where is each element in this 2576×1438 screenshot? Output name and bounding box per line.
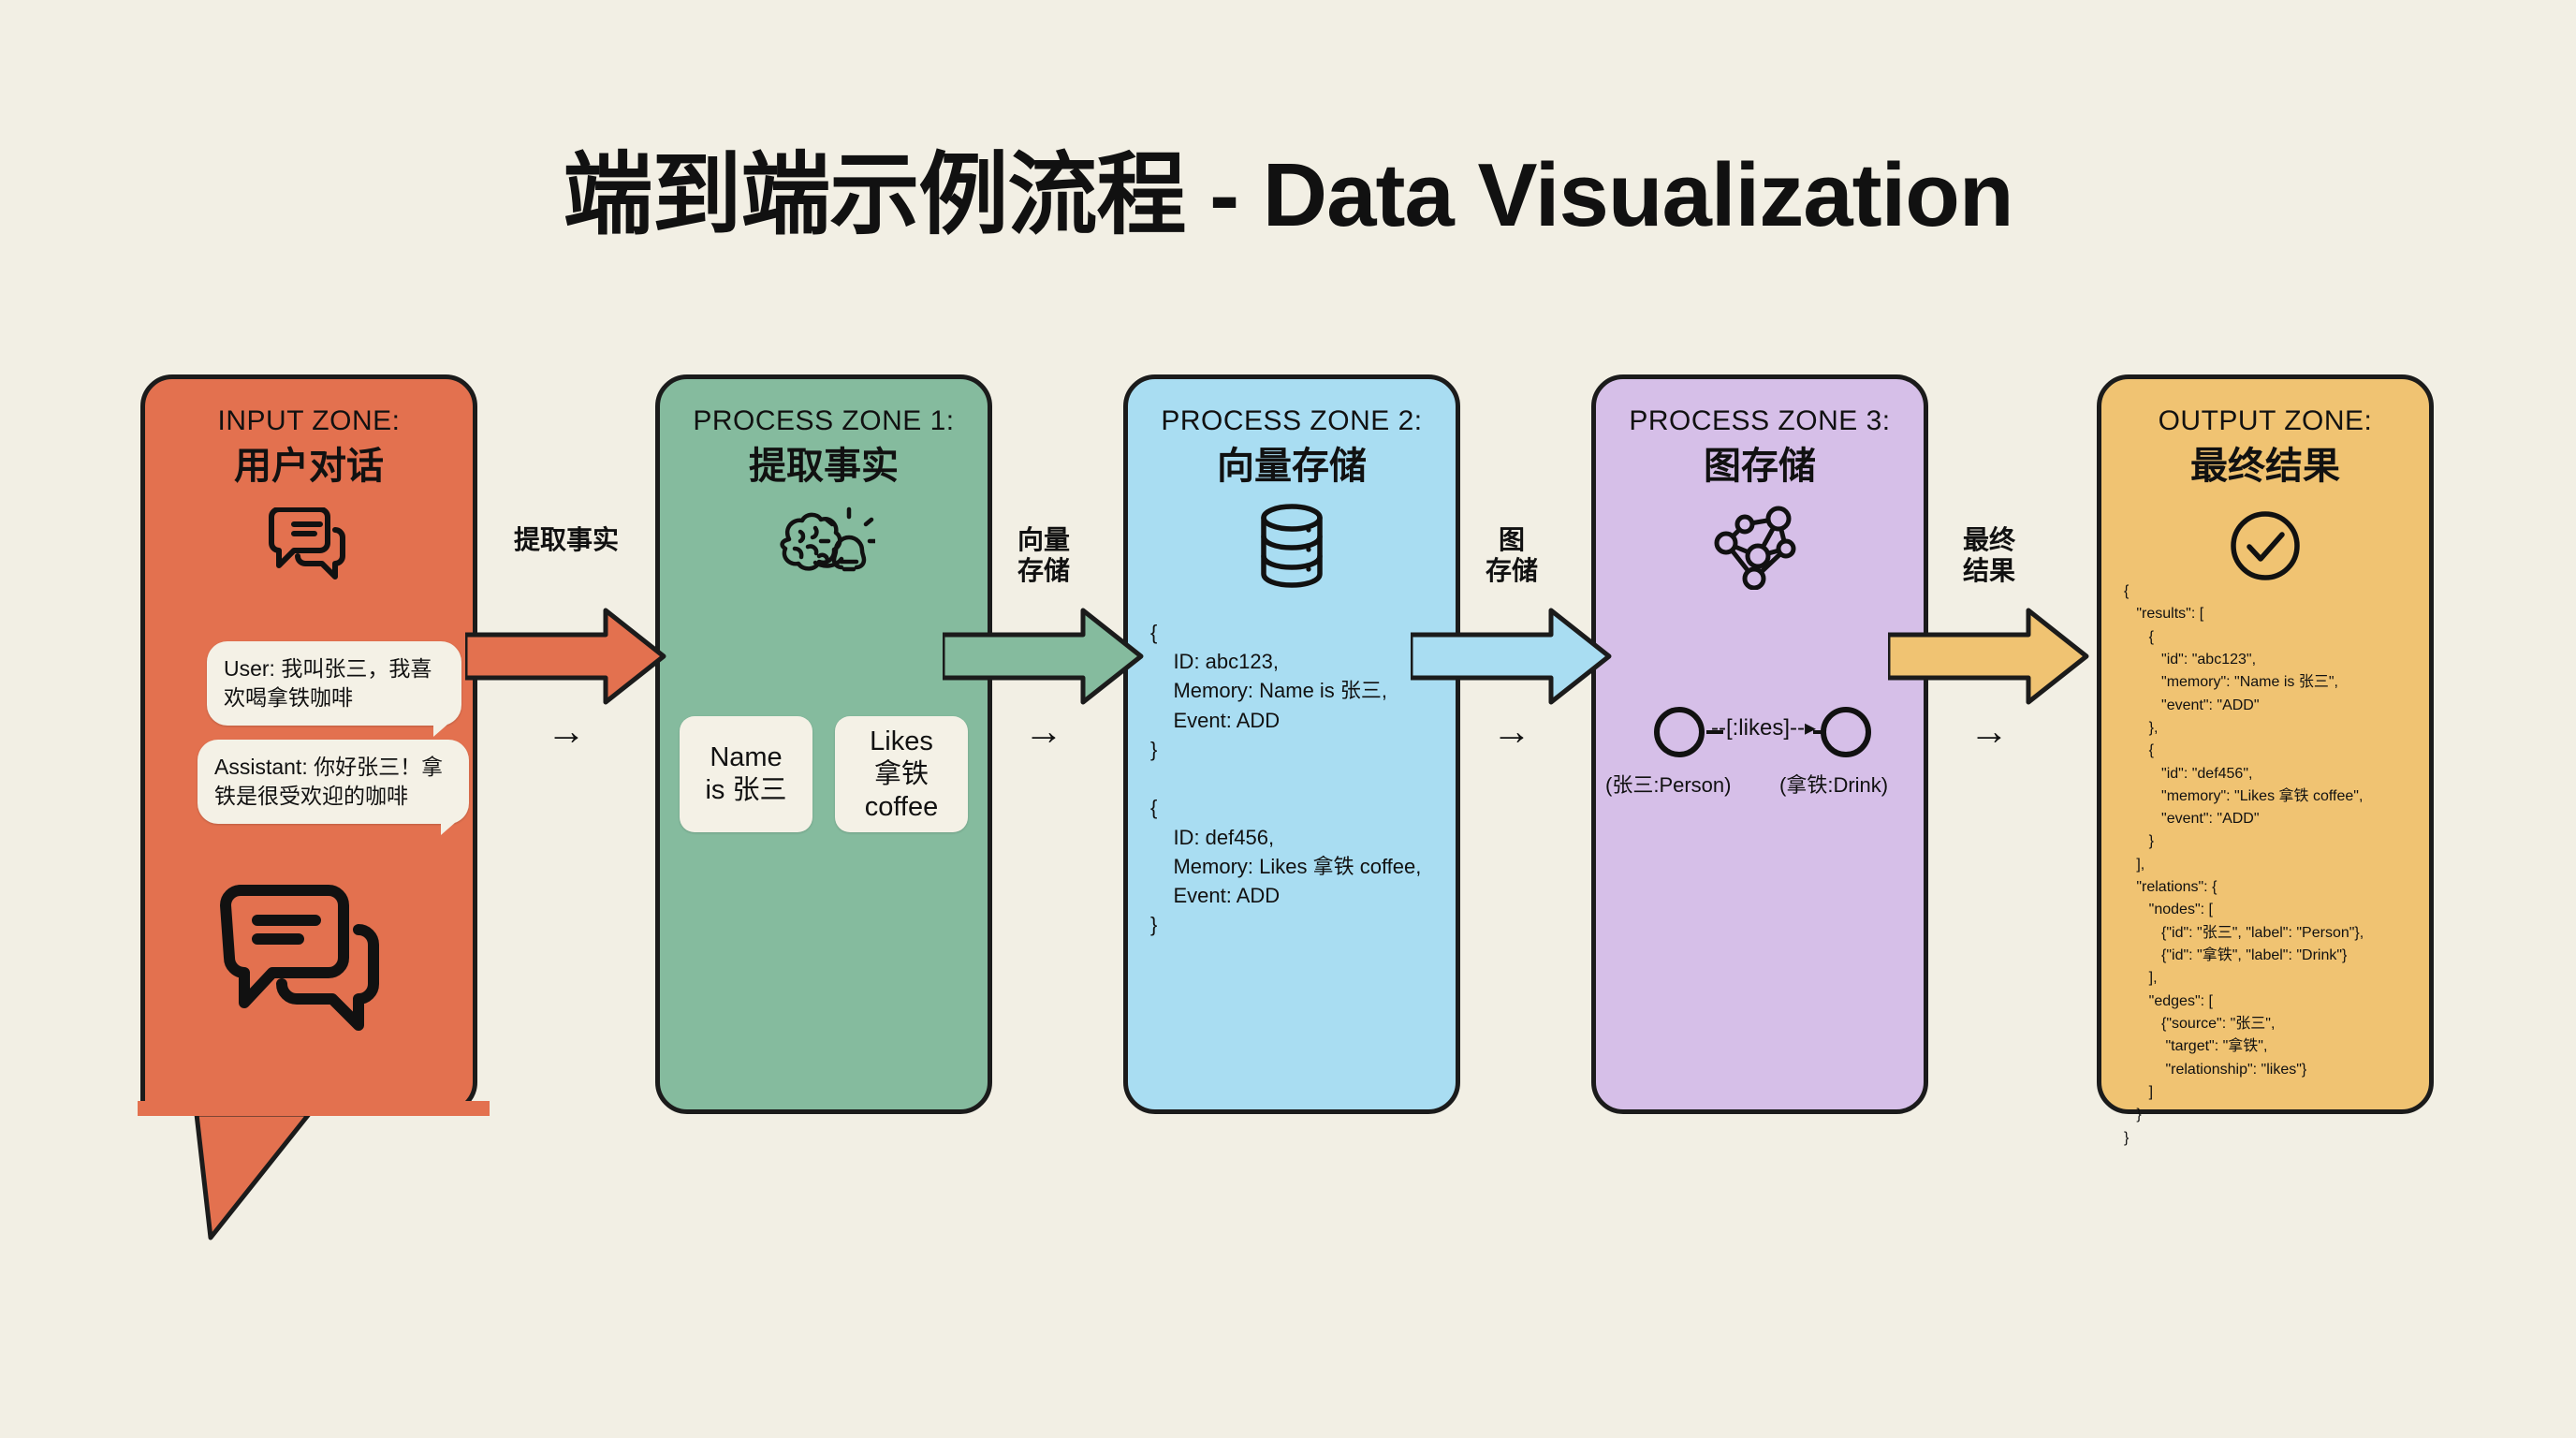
zone-input-en-title: INPUT ZONE: [217, 405, 401, 436]
assistant-message-bubble: Assistant: 你好张三！拿铁是很受欢迎的咖啡 [198, 740, 469, 836]
zone-p3-header: PROCESS ZONE 3: 图存储 [1596, 379, 1924, 489]
user-message-text: User: 我叫张三，我喜欢喝拿铁咖啡 [224, 656, 432, 711]
arrow-final-result: 最终 结果 → [1888, 524, 2089, 805]
zone-input-header: INPUT ZONE: 用户对话 [145, 379, 473, 489]
arrow-4-glyph: → [1969, 709, 2009, 753]
zone-p2-cn-title: 向量存储 [1217, 445, 1367, 487]
assistant-message-text: Assistant: 你好张三！拿铁是很受欢迎的咖啡 [214, 755, 444, 809]
arrow-extract-facts: 提取事实 → [465, 524, 666, 805]
fact-card-likes: Likes 拿铁 coffee [835, 716, 968, 833]
graph-edge-label: --[:likes]--▸ [1710, 715, 1817, 741]
graph-node-person-caption: (张三:Person) [1605, 773, 1732, 797]
arrow-2-shape [943, 608, 1144, 705]
final-result-json: { "results": [ { "id": "abc123", "memory… [2124, 583, 2364, 1146]
bubble-tail [441, 822, 456, 836]
zone-output-cn-title: 最终结果 [2190, 445, 2340, 487]
zone-p1-header: PROCESS ZONE 1: 提取事实 [660, 379, 988, 489]
zone-p3-en-title: PROCESS ZONE 3: [1629, 405, 1891, 436]
zone-process-1: PROCESS ZONE 1: 提取事实 Name is 张三 Likes 拿铁… [655, 374, 992, 1114]
graph-relation-diagram: --[:likes]--▸ (张三:Person) (拿铁:Drink) [1596, 679, 1924, 838]
bubble-tail [433, 724, 448, 738]
brain-lightbulb-icon [660, 506, 988, 586]
arrow-2-label: 向量 存储 [1017, 525, 1070, 586]
zone-output-en-title: OUTPUT ZONE: [2158, 405, 2373, 436]
arrow-3-shape [1411, 608, 1612, 705]
fact-card-name: Name is 张三 [680, 716, 812, 833]
user-message-bubble: User: 我叫张三，我喜欢喝拿铁咖啡 [207, 641, 461, 738]
zone-output-header: OUTPUT ZONE: 最终结果 [2101, 379, 2429, 489]
vector-store-records: { ID: abc123, Memory: Name is 张三, Event:… [1150, 621, 1422, 937]
arrow-1-label: 提取事实 [513, 525, 619, 554]
zone-p2-en-title: PROCESS ZONE 2: [1161, 405, 1423, 436]
arrow-3-label: 图 存储 [1485, 525, 1538, 586]
graph-node-drink [1821, 707, 1871, 757]
arrow-vector-store: 向量 存储 → [943, 524, 1144, 805]
arrow-1-glyph: → [547, 709, 586, 753]
zone-process-3: PROCESS ZONE 3: 图存储 --[:likes]--▸ (张三 [1591, 374, 1928, 1114]
zone-output: OUTPUT ZONE: 最终结果 { "results": [ { "id":… [2097, 374, 2434, 1146]
graph-node-person [1654, 707, 1705, 757]
check-circle-icon [2101, 506, 2429, 586]
arrow-2-glyph: → [1024, 709, 1063, 753]
zone-p2-header: PROCESS ZONE 2: 向量存储 [1128, 379, 1456, 489]
zone-input-cn-title: 用户对话 [234, 445, 384, 487]
chat-bubbles-icon [145, 506, 473, 586]
chat-bubbles-large-icon [145, 885, 473, 1042]
zone-process-2: PROCESS ZONE 2: 向量存储 { ID: abc123, Memor… [1123, 374, 1460, 1114]
arrow-4-label: 最终 结果 [1962, 525, 2015, 586]
zone-input: INPUT ZONE: 用户对话 User: 我叫张三，我喜欢喝拿铁咖啡 Ass… [138, 374, 490, 1240]
zone-p1-en-title: PROCESS ZONE 1: [693, 405, 955, 436]
speech-bubble-tail [138, 1101, 490, 1240]
graph-node-drink-caption: (拿铁:Drink) [1779, 773, 1889, 797]
page-title: 端到端示例流程 - Data Visualization [563, 145, 2013, 245]
zone-p1-cn-title: 提取事实 [749, 445, 899, 487]
graph-network-icon [1596, 506, 1924, 590]
zone-p3-cn-title: 图存储 [1704, 445, 1816, 487]
fact-cards: Name is 张三 Likes 拿铁 coffee [660, 716, 988, 833]
arrow-graph-store: 图 存储 → [1411, 524, 1612, 805]
arrow-3-glyph: → [1492, 709, 1531, 753]
database-icon [1128, 503, 1456, 588]
arrow-4-shape [1888, 608, 2089, 705]
arrow-1-shape [465, 608, 666, 705]
